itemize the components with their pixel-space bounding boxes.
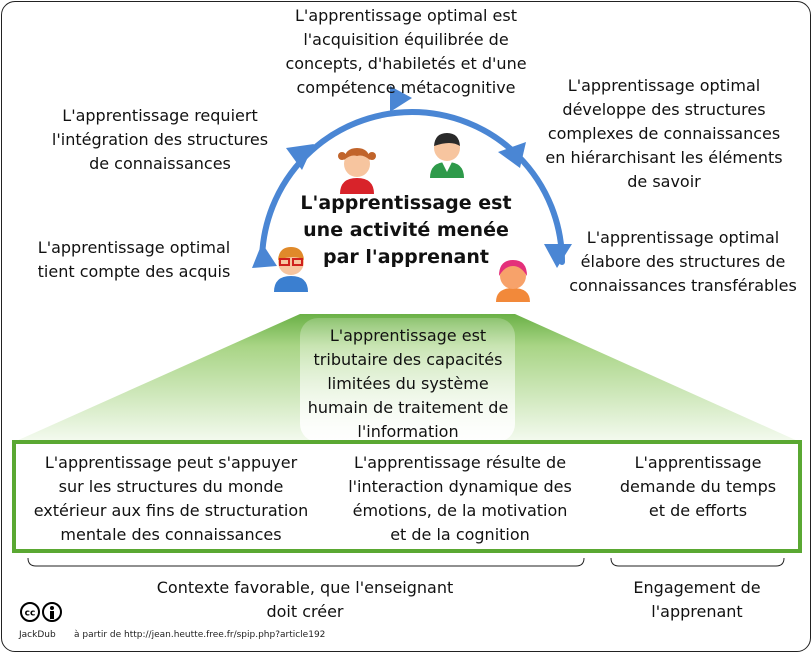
context-label: Contexte favorable, que l'enseignant doi… <box>156 578 454 621</box>
arrowhead-left <box>252 243 277 268</box>
funnel-statement: L'apprentissage est tributaire des capac… <box>307 326 509 441</box>
bracket-context <box>27 557 585 567</box>
statement-left: L'apprentissage optimal tient compte des… <box>37 238 231 281</box>
person-icon <box>496 260 530 302</box>
funnel-highlight <box>300 318 515 442</box>
arrowhead-upper-right <box>498 142 526 168</box>
svg-text:cc: cc <box>25 609 36 619</box>
attribution-icon <box>42 602 62 622</box>
box-statement-time: L'apprentissage demande du temps et de e… <box>619 453 777 520</box>
principles-box <box>12 440 802 553</box>
central-statement: L'apprentissage est une activité menée p… <box>300 192 512 268</box>
statement-upper-right: L'apprentissage optimal développe des st… <box>545 76 783 191</box>
source-credit: à partir de http://jean.heutte.free.fr/s… <box>74 630 326 640</box>
person-icon <box>338 148 376 194</box>
arrowhead-upper-left <box>286 144 314 170</box>
box-statement-interaction: L'apprentissage résulte de l'interaction… <box>348 453 572 544</box>
engagement-label: Engagement de l'apprenant <box>633 578 761 621</box>
bracket-engagement <box>610 557 785 567</box>
person-icon <box>430 133 464 178</box>
arrowhead-top <box>390 86 412 112</box>
person-icon <box>274 247 308 292</box>
arrowhead-right <box>544 244 572 268</box>
cycle-arc <box>259 109 565 265</box>
creative-commons-icon: cc <box>20 602 40 622</box>
statement-right: L'apprentissage optimal élabore des stru… <box>569 228 797 295</box>
statement-upper-left: L'apprentissage requiert l'intégration d… <box>51 106 269 173</box>
author-credit: JackDub <box>19 630 56 640</box>
box-statement-structures: L'apprentissage peut s'appuyer sur les s… <box>33 453 309 544</box>
statement-top: L'apprentissage optimal est l'acquisitio… <box>285 6 527 97</box>
